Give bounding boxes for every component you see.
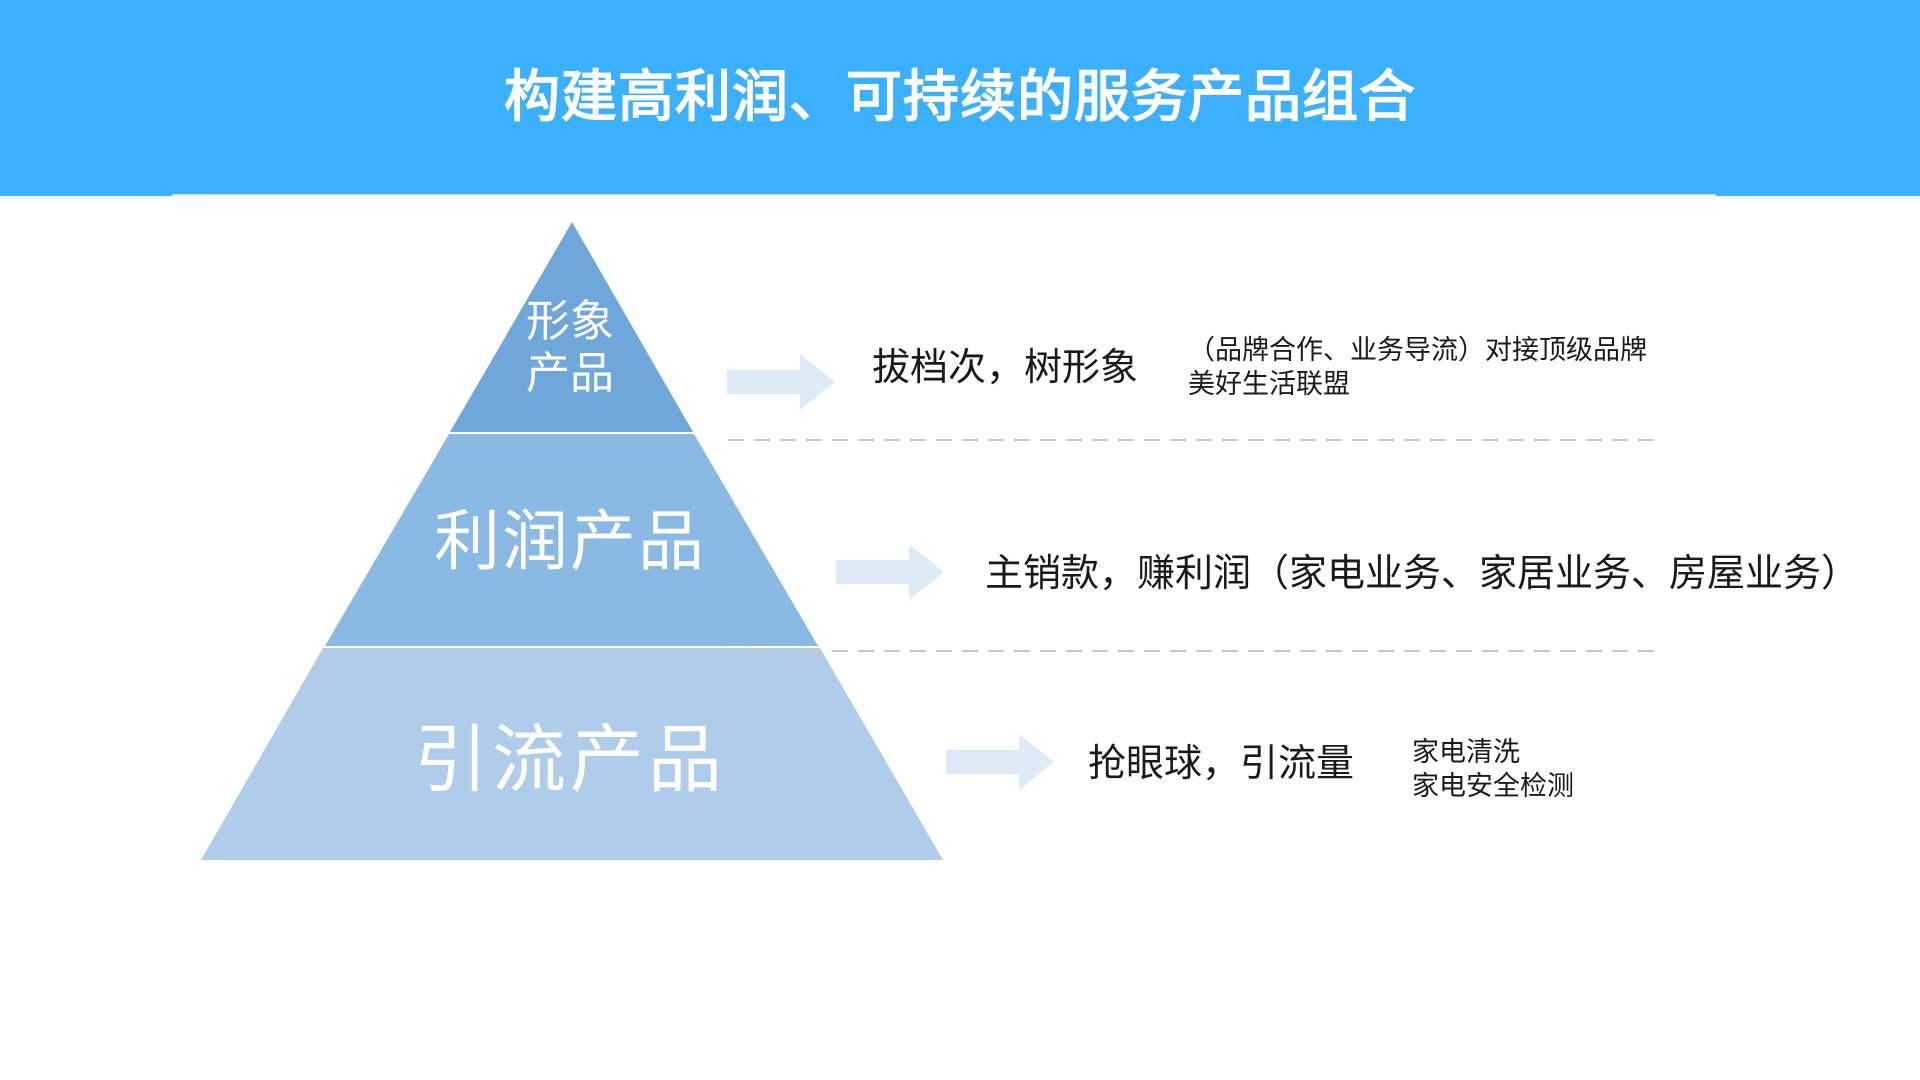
tier-middle-detail: （家电业务、家居业务、房屋业务） <box>1251 551 1860 595</box>
tier-bottom-headline: 抢眼球，引流量 <box>1088 741 1355 785</box>
tier-bottom-detail-line1: 家电清洗 <box>1412 737 1520 768</box>
tier-middle-headline: 主销款，赚利润 <box>985 551 1252 595</box>
tier-top-headline: 拔档次，树形象 <box>872 345 1139 389</box>
header-band <box>0 0 1920 196</box>
tier-bottom-detail-line2: 家电安全检测 <box>1412 771 1574 802</box>
tier-middle-text: 主销款，赚利润（家电业务、家居业务、房屋业务） <box>985 550 1859 596</box>
tier-label-top-line2: 产品 <box>526 348 614 399</box>
tier-top-detail-line2: 美好生活联盟 <box>1188 369 1350 400</box>
tier-top-detail: （品牌合作、业务导流）对接顶级品牌 美好生活联盟 <box>1188 334 1647 402</box>
pyramid-tier-top <box>450 222 693 432</box>
arrow-right-icon <box>946 734 1054 790</box>
arrow-right-icon <box>727 354 835 410</box>
arrow-right-icon <box>836 544 944 600</box>
tier-label-middle: 利润产品 <box>434 503 706 580</box>
tier-label-bottom: 引流产品 <box>414 717 726 803</box>
tier-bottom-detail: 家电清洗 家电安全检测 <box>1412 736 1574 804</box>
pyramid-tier-bottom <box>201 648 943 860</box>
tier-label-top-line1: 形象 <box>526 296 614 347</box>
header-underline <box>172 194 1716 196</box>
tier-label-top: 形象 产品 <box>480 296 660 400</box>
page-title: 构建高利润、可持续的服务产品组合 <box>504 65 1416 130</box>
pyramid-tier-middle <box>325 434 818 646</box>
tier-top-detail-line1: （品牌合作、业务导流）对接顶级品牌 <box>1188 335 1647 366</box>
